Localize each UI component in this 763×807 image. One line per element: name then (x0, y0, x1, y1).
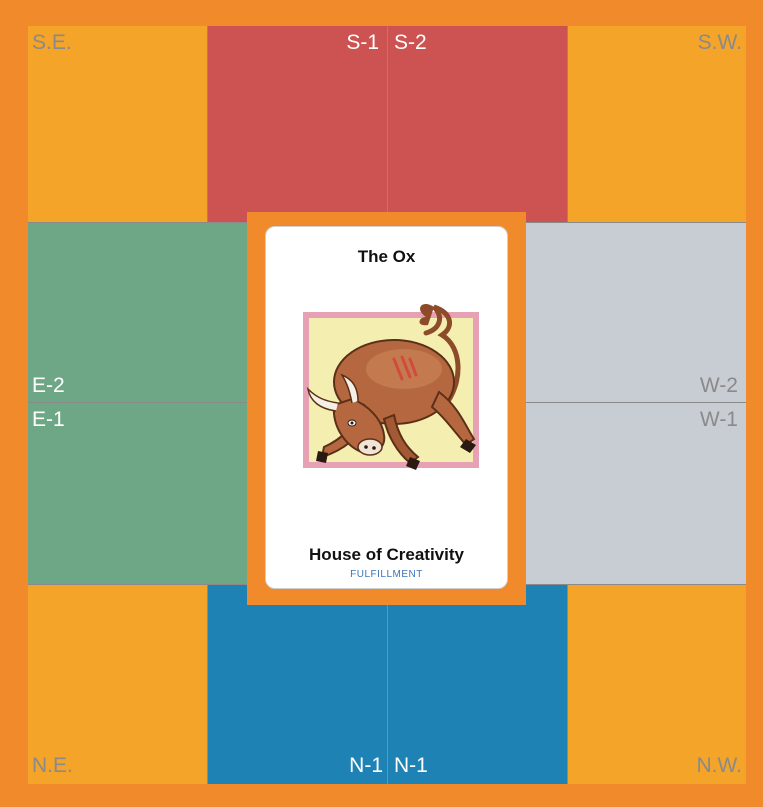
label-southwest: S.W. (698, 32, 742, 53)
label-west-2: W-2 (700, 375, 738, 396)
ox-illustration (294, 287, 484, 497)
cell-southwest: S.W. (568, 26, 746, 222)
label-northeast: N.E. (32, 755, 73, 776)
label-southeast: S.E. (32, 32, 72, 53)
cell-northwest: N.W. (568, 585, 746, 784)
card-title: The Ox (266, 247, 507, 267)
cell-southeast: S.E. (28, 26, 207, 222)
label-east-1: E-1 (32, 409, 65, 430)
label-northwest: N.W. (697, 755, 743, 776)
label-west-1: W-1 (700, 409, 738, 430)
label-north-1-left: N-1 (349, 755, 383, 776)
ox-card: The Ox (265, 226, 508, 589)
cell-northeast: N.E. (28, 585, 207, 784)
cell-north-1-left: N-1 (208, 585, 387, 784)
center-card-frame: The Ox (247, 212, 526, 605)
card-house-title: House of Creativity (266, 545, 507, 565)
cell-south-2: S-2 (388, 26, 567, 222)
label-south-1: S-1 (346, 32, 379, 53)
label-north-1-right: N-1 (394, 755, 428, 776)
card-subtitle: FULFILLMENT (266, 569, 507, 580)
cell-north-1-right: N-1 (388, 585, 567, 784)
cell-south-1: S-1 (208, 26, 387, 222)
label-south-2: S-2 (394, 32, 427, 53)
label-east-2: E-2 (32, 375, 65, 396)
